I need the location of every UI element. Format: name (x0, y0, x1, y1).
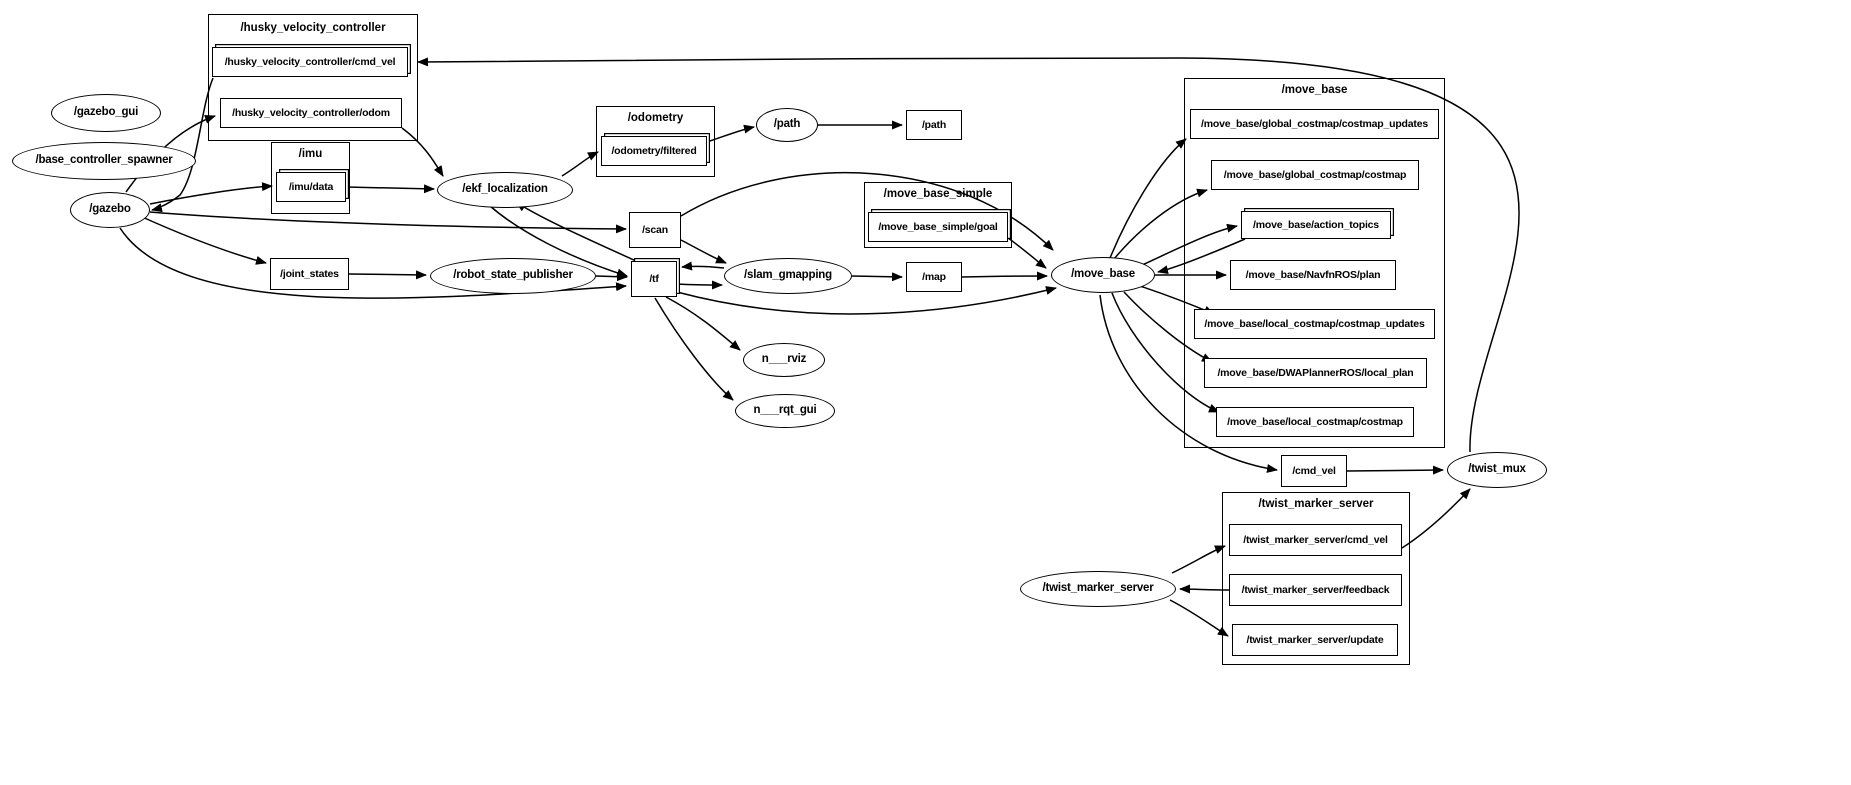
topic-map[interactable]: /map (906, 262, 962, 292)
node-robot-state-publisher[interactable]: /robot_state_publisher (430, 258, 596, 294)
node-path[interactable]: /path (756, 108, 818, 142)
node-rqt-gui[interactable]: n___rqt_gui (735, 394, 835, 428)
topic-label: /move_base_simple/goal (878, 220, 998, 233)
node-gazebo[interactable]: /gazebo (70, 192, 150, 228)
topic-scan[interactable]: /scan (629, 212, 681, 248)
topic-label: /move_base/global_costmap/costmap (1223, 168, 1407, 181)
node-label: /move_base (1071, 268, 1135, 281)
node-label: /path (773, 118, 801, 131)
node-label: /gazebo_gui (73, 106, 139, 119)
cluster-title-twist-marker-server: /twist_marker_server (1258, 498, 1374, 510)
topic-label: /map (922, 270, 946, 283)
topic-label: /twist_marker_server/update (1246, 633, 1384, 646)
topic-tf[interactable]: /tf (631, 261, 677, 297)
cluster-move-base-simple (864, 182, 1012, 248)
cluster-husky-velocity-controller (208, 14, 418, 141)
node-ekf-localization[interactable]: /ekf_localization (437, 172, 573, 208)
node-slam-gmapping[interactable]: /slam_gmapping (724, 258, 852, 294)
topic-label: /move_base/local_costmap/costmap_updates (1204, 317, 1425, 330)
topic-label: /path (921, 118, 947, 131)
topic-move-base-dwaplannerros-local-plan[interactable]: /move_base/DWAPlannerROS/local_plan (1204, 358, 1427, 388)
node-label: /twist_marker_server (1042, 582, 1154, 595)
node-move-base[interactable]: /move_base (1051, 257, 1155, 293)
topic-joint-states[interactable]: /joint_states (270, 258, 349, 290)
topic-label: /cmd_vel (1292, 464, 1336, 477)
node-twist-mux[interactable]: /twist_mux (1447, 452, 1547, 488)
node-label: /ekf_localization (462, 183, 548, 196)
topic-label: /move_base/DWAPlannerROS/local_plan (1217, 366, 1414, 379)
node-rviz[interactable]: n___rviz (743, 343, 825, 377)
topic-label: /tf (649, 272, 659, 285)
topic-twist-marker-server-feedback[interactable]: /twist_marker_server/feedback (1229, 574, 1402, 606)
cluster-title-imu: /imu (298, 148, 323, 160)
cluster-imu (271, 142, 350, 214)
topic-label: /scan (642, 223, 668, 236)
topic-label: /twist_marker_server/cmd_vel (1243, 533, 1388, 546)
node-label: /slam_gmapping (744, 269, 832, 282)
topic-label: /husky_velocity_controller/cmd_vel (224, 55, 396, 68)
topic-label: /move_base/action_topics (1253, 218, 1379, 231)
node-twist-marker-server[interactable]: /twist_marker_server (1020, 571, 1176, 607)
topic-path[interactable]: /path (906, 110, 962, 140)
topic-move-base-global-costmap-costmap[interactable]: /move_base/global_costmap/costmap (1211, 160, 1419, 190)
cluster-odometry (596, 106, 715, 177)
topic-twist-marker-server-cmd-vel[interactable]: /twist_marker_server/cmd_vel (1229, 524, 1402, 556)
topic-move-base-local-costmap-costmap[interactable]: /move_base/local_costmap/costmap (1216, 407, 1414, 437)
topic-husky-velocity-controller-cmd-vel[interactable]: /husky_velocity_controller/cmd_vel (212, 47, 408, 77)
topic-cmd-vel[interactable]: /cmd_vel (1281, 455, 1347, 487)
cluster-title-move-base-simple: /move_base_simple (883, 188, 993, 200)
cluster-move-base (1184, 78, 1445, 448)
topic-label: /move_base/global_costmap/costmap_update… (1201, 117, 1428, 130)
node-label: /base_controller_spawner (35, 154, 173, 167)
topic-label: /husky_velocity_controller/odom (232, 106, 390, 119)
cluster-title-husky-velocity-controller: /husky_velocity_controller (240, 22, 386, 34)
node-label: /gazebo (89, 203, 131, 216)
topic-label: /joint_states (280, 267, 339, 280)
topic-move-base-action-topics[interactable]: /move_base/action_topics (1241, 211, 1391, 239)
node-gazebo-gui[interactable]: /gazebo_gui (51, 94, 161, 132)
cluster-title-odometry: /odometry (627, 112, 684, 124)
topic-odometry-filtered[interactable]: /odometry/filtered (601, 136, 707, 166)
topic-label: /twist_marker_server/feedback (1241, 583, 1390, 596)
topic-label: /move_base/local_costmap/costmap (1227, 415, 1403, 428)
topic-move-base-simple-goal[interactable]: /move_base_simple/goal (868, 212, 1008, 242)
node-label: n___rviz (761, 353, 807, 366)
topic-label: /odometry/filtered (611, 144, 697, 157)
cluster-twist-marker-server (1222, 492, 1410, 665)
node-label: /robot_state_publisher (453, 269, 573, 282)
topic-move-base-local-costmap-costmap-updates[interactable]: /move_base/local_costmap/costmap_updates (1194, 309, 1435, 339)
topic-label: /move_base/NavfnROS/plan (1245, 268, 1381, 281)
node-base-controller-spawner[interactable]: /base_controller_spawner (12, 142, 196, 180)
topic-twist-marker-server-update[interactable]: /twist_marker_server/update (1232, 624, 1398, 656)
topic-label: /imu/data (288, 180, 334, 193)
topic-move-base-navfnros-plan[interactable]: /move_base/NavfnROS/plan (1230, 260, 1396, 290)
topic-move-base-global-costmap-costmap-updates[interactable]: /move_base/global_costmap/costmap_update… (1190, 109, 1439, 139)
topic-imu-data[interactable]: /imu/data (276, 172, 346, 202)
node-label: n___rqt_gui (753, 404, 817, 417)
node-label: /twist_mux (1468, 463, 1526, 476)
topic-husky-velocity-controller-odom[interactable]: /husky_velocity_controller/odom (220, 98, 402, 128)
cluster-title-move-base: /move_base (1281, 84, 1348, 96)
